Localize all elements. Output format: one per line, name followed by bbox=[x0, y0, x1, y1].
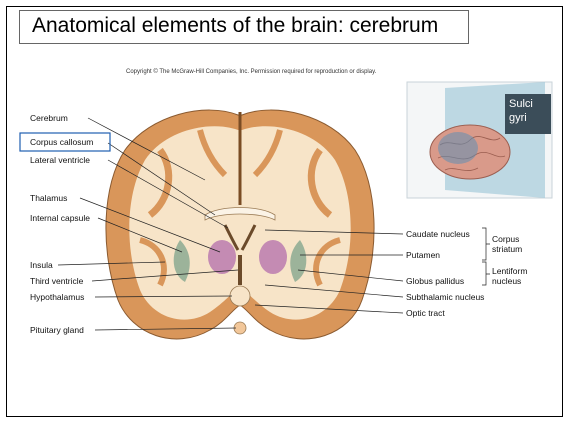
label-putamen: Putamen bbox=[406, 250, 440, 260]
third-ventricle bbox=[238, 255, 242, 285]
label-corpus-striatum: Corpus striatum bbox=[492, 234, 542, 254]
label-optic-tract: Optic tract bbox=[406, 308, 445, 318]
label-corpus-callosum: Corpus callosum bbox=[30, 137, 93, 147]
label-subthalamic-nucleus: Subthalamic nucleus bbox=[406, 292, 484, 302]
label-internal-capsule: Internal capsule bbox=[30, 213, 90, 223]
inset-label: Sulci gyri bbox=[505, 94, 551, 134]
label-insula: Insula bbox=[30, 260, 53, 270]
label-lateral-ventricle: Lateral ventricle bbox=[30, 155, 90, 165]
label-caudate-nucleus: Caudate nucleus bbox=[406, 229, 470, 239]
label-thalamus: Thalamus bbox=[30, 193, 67, 203]
hypothalamus bbox=[230, 286, 250, 306]
label-lentiform-nucleus: Lentiform nucleus bbox=[492, 266, 542, 286]
label-hypothalamus: Hypothalamus bbox=[30, 292, 84, 302]
label-third-ventricle: Third ventricle bbox=[30, 276, 83, 286]
thalamus-right bbox=[259, 240, 287, 274]
thalamus-left bbox=[208, 240, 236, 274]
label-pituitary-gland: Pituitary gland bbox=[30, 325, 84, 335]
label-globus-pallidus: Globus pallidus bbox=[406, 276, 464, 286]
label-cerebrum: Cerebrum bbox=[30, 113, 68, 123]
